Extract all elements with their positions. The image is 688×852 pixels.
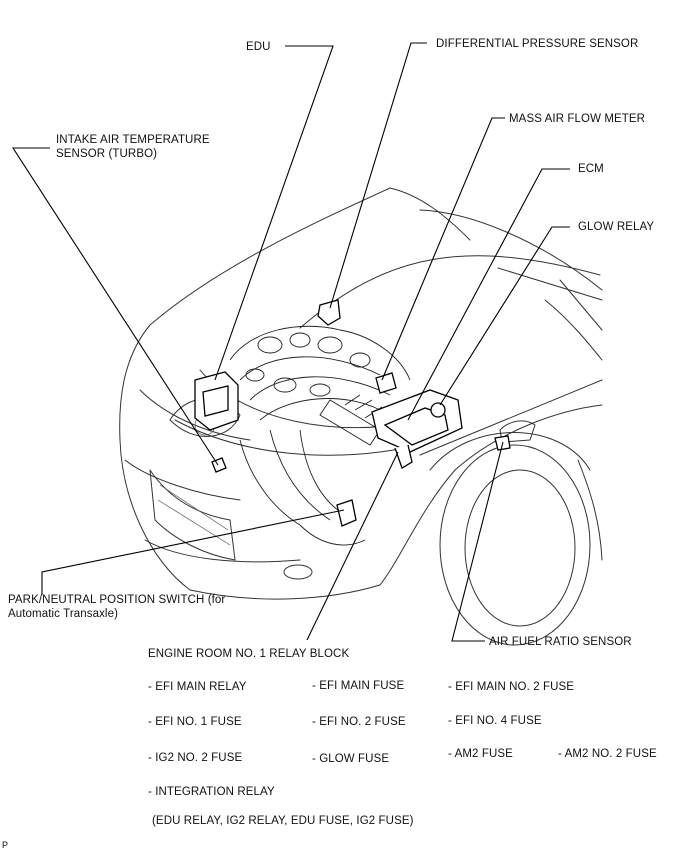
relay-item-integration-relay: - INTEGRATION RELAY (148, 786, 275, 798)
label-ecm: ECM (578, 163, 604, 175)
mass-air-flow-meter (375, 372, 397, 394)
car-body-outline (119, 187, 603, 646)
label-mass-air-flow-meter: MASS AIR FLOW METER (509, 113, 646, 125)
relay-item-efi-main-relay: - EFI MAIN RELAY (148, 681, 247, 693)
relay-item-integration-relay-detail: (EDU RELAY, IG2 RELAY, EDU FUSE, IG2 FUS… (152, 815, 414, 827)
relay-item-am2-no2-fuse: - AM2 NO. 2 FUSE (558, 748, 657, 760)
relay-item-efi-main-fuse: - EFI MAIN FUSE (312, 680, 405, 692)
label-air-fuel-ratio-sensor: AIR FUEL RATIO SENSOR (489, 636, 632, 648)
park-neutral-position-switch (336, 499, 357, 527)
leader-lines (11, 42, 570, 642)
label-intake-air-temp-sensor-line1: INTAKE AIR TEMPERATURE (56, 134, 210, 146)
label-park-neutral-switch-line2: Automatic Transaxle) (8, 608, 119, 620)
relay-item-efi-main-no2-fuse: - EFI MAIN NO. 2 FUSE (448, 681, 575, 693)
relay-item-efi-no1-fuse: - EFI NO. 1 FUSE (148, 716, 242, 728)
relay-item-efi-no4-fuse: - EFI NO. 4 FUSE (448, 715, 542, 727)
label-intake-air-temp-sensor-line2: SENSOR (TURBO) (56, 148, 158, 160)
corner-mark: P (2, 840, 9, 850)
relay-item-ig2-no2-fuse: - IG2 NO. 2 FUSE (148, 752, 243, 764)
label-edu: EDU (246, 41, 271, 53)
intake-air-temperature-sensor (211, 457, 227, 473)
label-glow-relay: GLOW RELAY (578, 221, 655, 233)
relay-item-am2-fuse: - AM2 FUSE (448, 748, 513, 760)
label-park-neutral-switch-line1: PARK/NEUTRAL POSITION SWITCH (for (8, 594, 226, 606)
differential-pressure-sensor (317, 299, 341, 326)
relay-item-efi-no2-fuse: - EFI NO. 2 FUSE (312, 716, 406, 728)
relay-item-glow-fuse: - GLOW FUSE (312, 753, 390, 765)
label-differential-pressure-sensor: DIFFERENTIAL PRESSURE SENSOR (436, 38, 639, 50)
edu-unit (194, 371, 239, 431)
label-relay-block-title: ENGINE ROOM NO. 1 RELAY BLOCK (148, 648, 350, 660)
ecm-and-relay-block (371, 389, 463, 469)
